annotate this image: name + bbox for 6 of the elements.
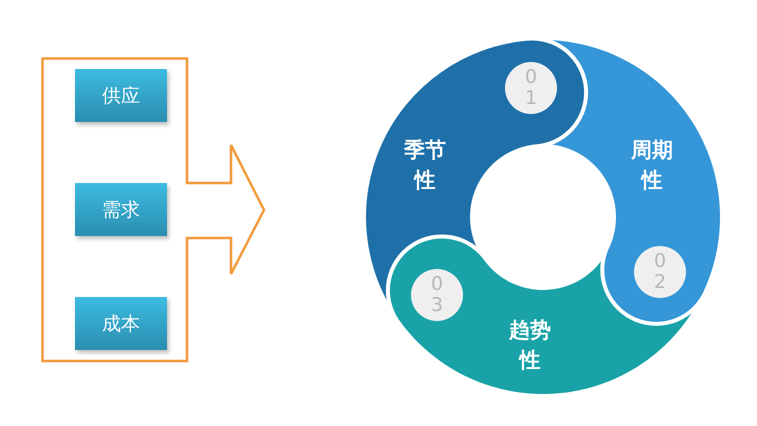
segment-label: 周期性 xyxy=(630,137,674,194)
category-box: 需求 xyxy=(75,183,167,236)
category-box: 供应 xyxy=(75,69,167,122)
category-box: 成本 xyxy=(75,297,167,350)
segment-label: 趋势性 xyxy=(508,317,552,374)
segment-label: 季节性 xyxy=(402,137,447,194)
